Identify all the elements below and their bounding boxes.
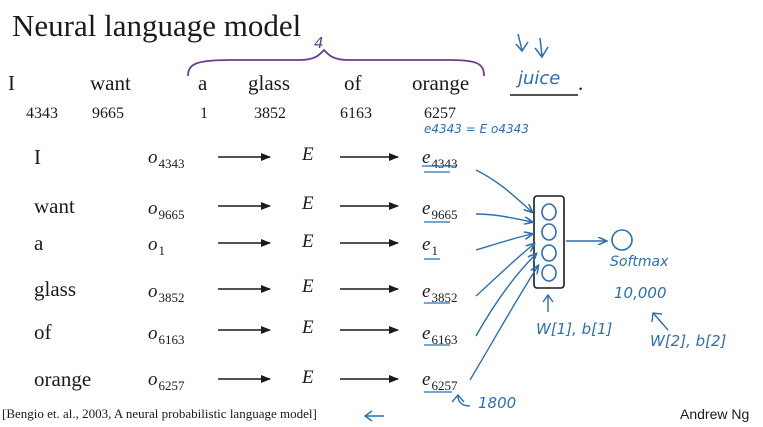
embedding-vector: e9665: [422, 198, 458, 222]
pointer-arrow-icon: [651, 312, 669, 331]
vocab-size-label: 10,000: [614, 284, 667, 302]
pointer-arrow-icon: [542, 293, 554, 312]
one-hot-vector: o6257: [148, 369, 185, 393]
down-arrow-icon: [515, 33, 529, 53]
one-hot-vector: o4343: [148, 147, 185, 171]
embedding-to-hidden-arrows: [469, 169, 538, 381]
citation: [Bengio et. al., 2003, A neural probabil…: [2, 406, 317, 421]
row-word: a: [34, 231, 44, 255]
embedding-vector: e4343: [422, 147, 458, 171]
one-hot-vector: o9665: [148, 198, 185, 222]
embedding-matrix: E: [302, 193, 314, 214]
hidden-layer-box: [533, 195, 565, 289]
one-hot-vector: o3852: [148, 281, 185, 305]
index-a: 1: [200, 105, 208, 122]
slide-title: Neural language model: [12, 8, 302, 43]
embedding-vector: e6163: [422, 323, 458, 347]
softmax-label: Softmax: [610, 254, 669, 270]
sentence-word-i: I: [8, 71, 15, 95]
embedding-matrix: E: [302, 231, 314, 252]
down-arrow-icon: [534, 37, 549, 59]
row-word: want: [34, 194, 75, 218]
embedding-equation: e4343 = E o4343: [424, 122, 529, 136]
softmax-unit: [611, 229, 633, 251]
sentence-period: .: [578, 71, 584, 95]
context-bracket: [187, 48, 485, 77]
row-word: orange: [34, 367, 92, 391]
hidden-layer-params: W[1], b[1]: [536, 320, 613, 338]
input-dimension-pointer: [451, 393, 471, 407]
one-hot-vector: o1: [148, 234, 165, 258]
sentence-word-orange: orange: [412, 71, 470, 95]
row-word: of: [34, 320, 52, 344]
citation-arrow-icon: [363, 410, 384, 422]
context-size-label: 4: [314, 34, 324, 52]
embedding-matrix: E: [302, 276, 314, 297]
embedding-underlines: [424, 171, 452, 393]
row-word: I: [34, 145, 41, 169]
row-arrows: [218, 153, 399, 383]
sentence-word-want: want: [90, 71, 131, 95]
sentence-word-glass: glass: [248, 71, 290, 95]
index-of: 6163: [340, 105, 372, 122]
embedding-vector: e1: [422, 234, 438, 258]
sentence-word-of: of: [344, 71, 362, 95]
softmax-params: W[2], b[2]: [650, 332, 727, 350]
sentence-word-a: a: [198, 71, 208, 95]
row-word: glass: [34, 277, 76, 301]
input-dimension-label: 1800: [478, 394, 517, 412]
index-orange: 6257: [424, 105, 456, 122]
hidden-neurons: [541, 203, 557, 282]
one-hot-vector: o6163: [148, 323, 185, 347]
embedding-vector: e6257: [422, 369, 458, 393]
target-word-juice: juice: [518, 68, 561, 89]
embedding-matrix: E: [302, 367, 314, 388]
embedding-vector: e3852: [422, 281, 458, 305]
embedding-matrix: E: [302, 317, 314, 338]
author-name: Andrew Ng: [680, 406, 750, 422]
embedding-matrix: E: [302, 144, 314, 165]
index-want: 9665: [92, 105, 124, 122]
index-glass: 3852: [254, 105, 286, 122]
index-i: 4343: [26, 105, 58, 122]
